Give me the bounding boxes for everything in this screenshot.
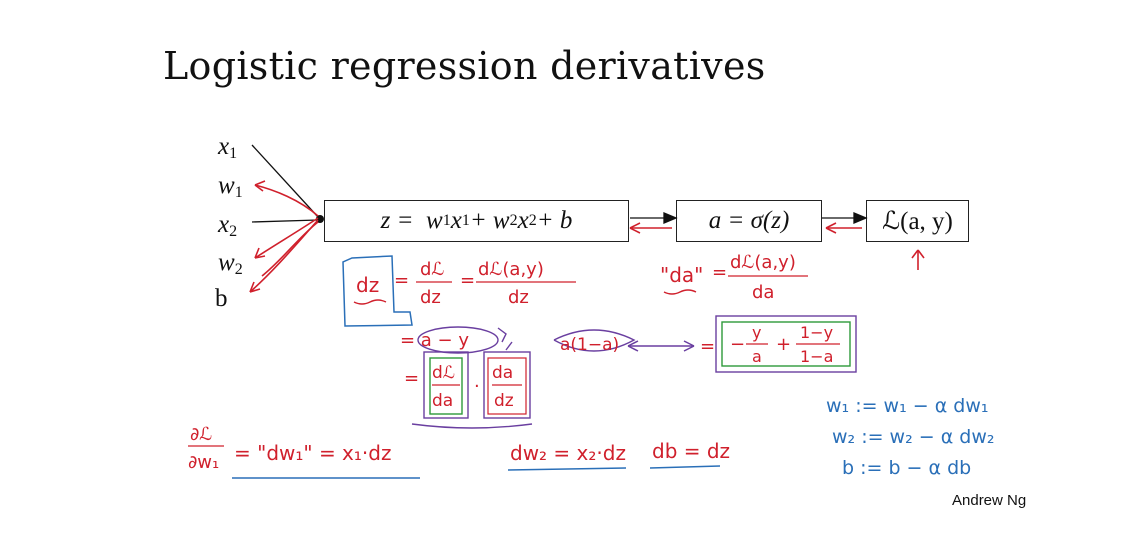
- chain-num1: dℒ: [432, 363, 455, 383]
- dw1-rhs: = "dw₁" = x₁·dz: [234, 441, 391, 465]
- update-b: b := b − α db: [842, 457, 971, 479]
- dz-eq2-num: dℒ(a,y): [478, 259, 544, 280]
- forward-arrows: [630, 212, 868, 224]
- slide-title: Logistic regression derivatives: [163, 44, 766, 88]
- input-x1: x1: [218, 133, 238, 162]
- update-w2: w₂ := w₂ − α dw₂: [832, 426, 995, 448]
- chain-num2: da: [492, 363, 513, 383]
- svg-text:=: =: [712, 262, 727, 283]
- dz-eq1-num: dℒ: [420, 259, 444, 280]
- da-den: da: [752, 282, 774, 303]
- da-expr-1-num: y: [752, 323, 761, 342]
- a-sigmoid-box: a = σ(z): [676, 200, 822, 242]
- dz-eq1-den: dz: [420, 287, 441, 308]
- dw1-lhs-den: ∂w₁: [188, 452, 219, 473]
- svg-text:=: =: [394, 270, 409, 291]
- chain-den1: da: [432, 391, 453, 411]
- input-x2: x2: [218, 211, 238, 240]
- input-b: b: [215, 285, 228, 312]
- dz-eq2-den: dz: [508, 287, 529, 308]
- backward-arrows-inputs: [249, 180, 319, 293]
- dz-blue-bracket: [342, 255, 413, 327]
- update-w1: w₁ := w₁ − α dw₁: [826, 395, 989, 417]
- svg-text:=: =: [700, 336, 715, 357]
- input-w2: w2: [218, 249, 243, 278]
- dw2: dw₂ = x₂·dz: [510, 441, 626, 465]
- a-one-minus-a: a(1−a): [560, 335, 619, 355]
- db: db = dz: [652, 439, 730, 463]
- input-lines: [251, 144, 319, 223]
- svg-text:=: =: [460, 270, 475, 291]
- author-credit: Andrew Ng: [952, 492, 1027, 509]
- svg-text:+: +: [776, 334, 791, 355]
- da-expr-1-den: a: [752, 347, 762, 366]
- da-label: "da": [660, 263, 703, 287]
- a-minus-y: = a − y: [400, 330, 469, 351]
- dz-label: dz: [356, 273, 379, 297]
- da-num: dℒ(a,y): [730, 252, 796, 273]
- loss-box: ℒ(a, y): [866, 200, 969, 242]
- backward-arrows-boxes: [629, 222, 925, 270]
- svg-text:−: −: [730, 334, 745, 355]
- da-expr-2-den: 1−a: [800, 347, 833, 366]
- svg-text:·: ·: [474, 376, 480, 397]
- chain-den2: dz: [494, 391, 514, 411]
- input-w1: w1: [218, 172, 243, 201]
- da-expr-2-num: 1−y: [800, 323, 833, 342]
- svg-text:=: =: [404, 368, 419, 389]
- dw1-lhs-num: ∂ℒ: [190, 424, 212, 445]
